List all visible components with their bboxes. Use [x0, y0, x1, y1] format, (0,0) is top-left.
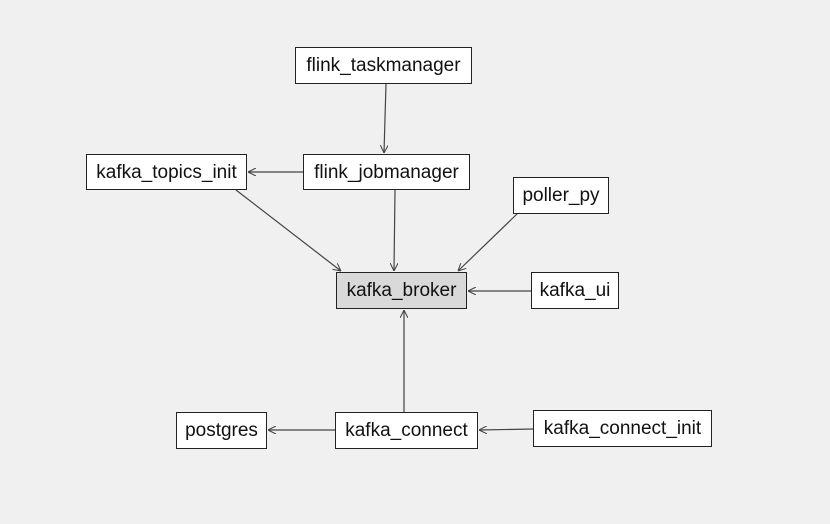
node-postgres: postgres — [176, 412, 267, 449]
node-kafka-connect-init: kafka_connect_init — [533, 410, 712, 447]
node-flink-taskmanager: flink_taskmanager — [295, 47, 472, 84]
node-label: kafka_connect_init — [543, 418, 702, 439]
node-label: flink_jobmanager — [314, 161, 459, 183]
node-kafka-broker: kafka_broker — [336, 272, 467, 309]
node-kafka-ui: kafka_ui — [531, 272, 619, 309]
node-label: kafka_connect — [345, 420, 468, 441]
node-label: kafka_ui — [539, 280, 611, 301]
node-kafka-connect: kafka_connect — [335, 412, 478, 449]
edge-kafka-connect-init-to-kafka-connect — [479, 429, 534, 430]
node-label: kafka_broker — [346, 280, 457, 301]
node-kafka-topics-init: kafka_topics_init — [86, 154, 247, 190]
edge-poller-py-to-kafka-broker — [458, 213, 518, 271]
node-flink-jobmanager: flink_jobmanager — [303, 154, 470, 190]
edge-flink-taskmanager-to-flink-jobmanager — [384, 83, 386, 153]
node-label: kafka_topics_init — [96, 161, 237, 183]
edge-flink-jobmanager-to-kafka-broker — [394, 189, 395, 271]
node-label: flink_taskmanager — [306, 55, 461, 76]
node-label: postgres — [185, 420, 258, 441]
node-label: poller_py — [522, 185, 600, 206]
node-poller-py: poller_py — [513, 177, 609, 214]
edge-kafka-topics-init-to-kafka-broker — [235, 189, 341, 271]
